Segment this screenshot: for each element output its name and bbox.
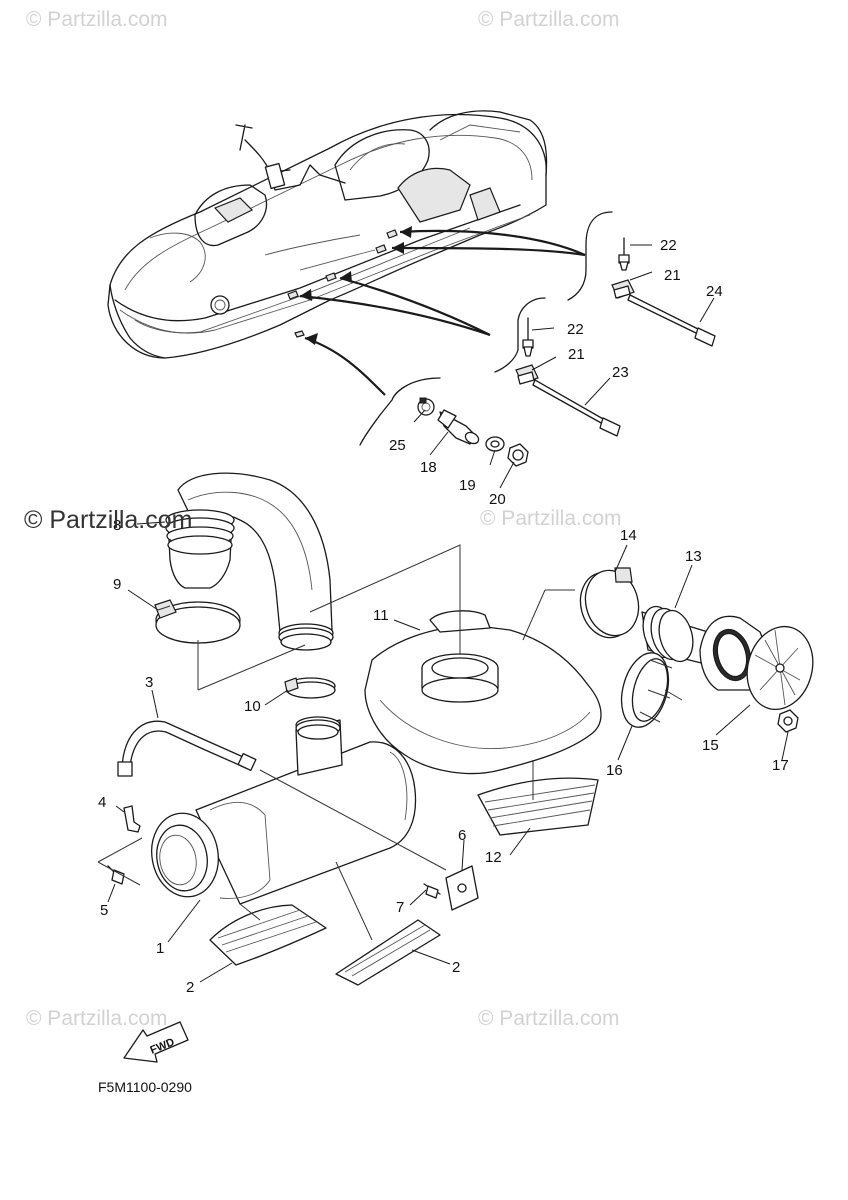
intake-duct-part-8 [165, 472, 334, 651]
assembly-guide-lines [97, 544, 683, 941]
pad-part-2-right [335, 919, 441, 986]
clip-part-7 [423, 883, 441, 899]
nut-part-20 [507, 443, 529, 467]
callout-14: 14 [620, 527, 637, 544]
callout-4: 4 [98, 794, 106, 811]
watercraft-hull-illustration [107, 110, 548, 359]
callout-11: 11 [373, 607, 389, 624]
callout-2-right: 2 [452, 959, 460, 976]
intake-silencer-part-1 [151, 716, 417, 905]
location-arrows [299, 226, 586, 396]
clip-nut-part-21-lower [515, 364, 539, 385]
pad-part-12 [477, 777, 599, 836]
rivet-part-22-lower [522, 317, 534, 357]
watermark-mid-right: © Partzilla.com [480, 507, 622, 530]
clip-nut-part-21-upper [611, 279, 635, 299]
bracket-part-4 [123, 805, 141, 833]
washer-part-19 [485, 436, 505, 452]
group-brackets [359, 211, 613, 446]
callout-17: 17 [772, 757, 789, 774]
hose-clamp-part-10 [284, 677, 336, 699]
hose-clamp-part-25 [417, 397, 435, 416]
ring-part-16 [620, 652, 673, 728]
leader-lines [107, 244, 789, 983]
callout-21-lower: 21 [568, 346, 585, 363]
intake-box-part-11 [364, 610, 602, 775]
callout-18: 18 [420, 459, 437, 476]
callout-13: 13 [685, 548, 702, 565]
watermark-bottom-left: © Partzilla.com [26, 1007, 168, 1030]
callout-9: 9 [113, 576, 121, 593]
callout-12: 12 [485, 849, 502, 866]
callout-21-upper: 21 [664, 267, 681, 284]
callout-15: 15 [702, 737, 719, 754]
nut-part-17 [777, 709, 799, 733]
callout-1: 1 [156, 940, 164, 957]
callout-7: 7 [396, 899, 404, 916]
callout-3: 3 [145, 674, 153, 691]
callout-19: 19 [459, 477, 476, 494]
callout-numbers: 22 21 24 22 21 23 25 18 19 20 8 9 10 3 1… [98, 237, 789, 996]
grille-cover-part-15 [746, 625, 814, 711]
strap-part-3 [117, 720, 257, 777]
callout-16: 16 [606, 762, 623, 779]
callout-5: 5 [100, 902, 108, 919]
callout-22-lower: 22 [567, 321, 584, 338]
diagram-code: F5M1100-0290 [98, 1079, 192, 1095]
cable-tie-part-23 [532, 379, 621, 437]
watermark-top-right: © Partzilla.com [478, 8, 620, 31]
callout-23: 23 [612, 364, 629, 381]
callout-8: 8 [113, 517, 121, 534]
callout-2-left: 2 [186, 979, 194, 996]
callout-25: 25 [389, 437, 406, 454]
callout-6: 6 [458, 827, 466, 844]
band-clamp-part-9 [154, 599, 241, 644]
callout-22-upper: 22 [660, 237, 677, 254]
hose-clamp-part-14 [579, 567, 640, 639]
callout-10: 10 [244, 698, 261, 715]
plate-part-6 [445, 865, 479, 911]
callout-24: 24 [706, 283, 723, 300]
watermark-top-left: © Partzilla.com [26, 8, 168, 31]
watermark-bottom-right: © Partzilla.com [478, 1007, 620, 1030]
drain-fitting-part-18 [437, 409, 480, 445]
cable-tie-part-24 [627, 294, 716, 347]
watermark-left-prominent: © Partzilla.com [24, 506, 192, 534]
callout-20: 20 [489, 491, 506, 508]
rivet-part-22-upper [618, 237, 630, 271]
pad-part-2-left [209, 904, 327, 966]
